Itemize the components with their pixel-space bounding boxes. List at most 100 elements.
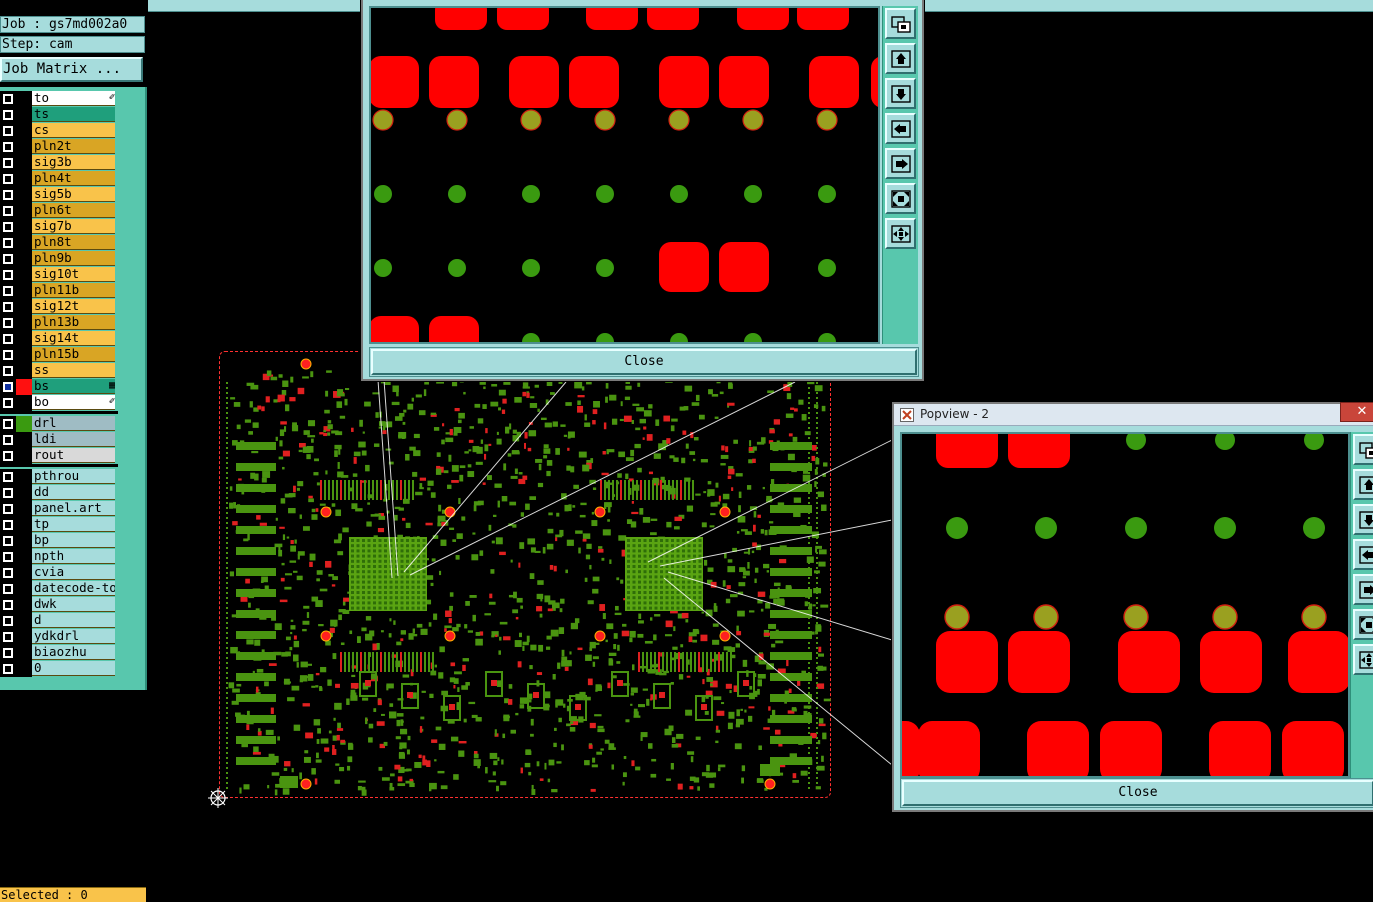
layer-name[interactable]: ss [32, 363, 115, 378]
layer-color-swatch[interactable] [16, 139, 32, 155]
popview-1-window[interactable]: Close [361, 0, 924, 381]
layer-color-swatch[interactable] [16, 581, 32, 597]
layer-checkbox[interactable] [0, 107, 16, 123]
layer-row-bs[interactable]: bs▦ [0, 379, 118, 395]
layer-checkbox[interactable] [0, 581, 16, 597]
layer-name[interactable]: to [32, 91, 115, 106]
popview-1-view[interactable] [369, 6, 880, 344]
layer-color-swatch[interactable] [16, 565, 32, 581]
layer-color-swatch[interactable] [16, 219, 32, 235]
layer-color-swatch[interactable] [16, 645, 32, 661]
layer-checkbox[interactable] [0, 549, 16, 565]
layer-checkbox[interactable] [0, 139, 16, 155]
layer-row-d[interactable]: d [0, 613, 118, 629]
layer-checkbox[interactable] [0, 533, 16, 549]
layer-row-tp[interactable]: tp [0, 517, 118, 533]
layer-name[interactable]: sig14t [32, 331, 115, 346]
layer-row-pln2t[interactable]: pln2t [0, 139, 118, 155]
layer-name[interactable]: sig5b [32, 187, 115, 202]
layer-name[interactable]: ldi [32, 432, 115, 447]
layer-row-sig10t[interactable]: sig10t [0, 267, 118, 283]
pan-right-button[interactable] [885, 148, 916, 179]
layer-row-datecode-to[interactable]: datecode-to [0, 581, 118, 597]
popview-2-titlebar[interactable]: Popview - 2 ✕ [894, 402, 1373, 426]
layer-name[interactable]: cvia [32, 565, 115, 580]
layer-color-swatch[interactable] [16, 267, 32, 283]
layer-color-swatch[interactable] [16, 517, 32, 533]
layer-row-pln15b[interactable]: pln15b [0, 347, 118, 363]
job-matrix-button[interactable]: Job Matrix ... [0, 57, 143, 82]
layer-color-swatch[interactable] [16, 432, 32, 448]
layer-name[interactable]: bs [32, 379, 115, 394]
layer-checkbox[interactable] [0, 171, 16, 187]
layer-row-to[interactable]: to✐ [0, 91, 118, 107]
layer-name[interactable]: cs [32, 123, 115, 138]
layer-name[interactable]: tp [32, 517, 115, 532]
layer-row-sig5b[interactable]: sig5b [0, 187, 118, 203]
layer-checkbox[interactable] [0, 91, 16, 107]
layer-row-panel-art[interactable]: panel.art [0, 501, 118, 517]
layer-row-pln4t[interactable]: pln4t [0, 171, 118, 187]
layer-row-pln8t[interactable]: pln8t [0, 235, 118, 251]
layer-checkbox[interactable] [0, 203, 16, 219]
layer-row-ydkdrl[interactable]: ydkdrl [0, 629, 118, 645]
zoom-home-button[interactable] [885, 8, 916, 39]
layer-row-sig12t[interactable]: sig12t [0, 299, 118, 315]
pan-down-button[interactable] [885, 78, 916, 109]
layer-color-swatch[interactable] [16, 363, 32, 379]
popview-2-view[interactable] [900, 432, 1350, 778]
layer-row-ldi[interactable]: ldi [0, 432, 118, 448]
layer-color-swatch[interactable] [16, 251, 32, 267]
layer-name[interactable]: dwk [32, 597, 115, 612]
layer-color-swatch[interactable] [16, 448, 32, 464]
layer-checkbox[interactable] [0, 416, 16, 432]
layer-row-0[interactable]: 0 [0, 661, 118, 677]
zoom-center-button[interactable] [1353, 644, 1373, 675]
layer-name[interactable]: bp [32, 533, 115, 548]
layer-name[interactable]: sig10t [32, 267, 115, 282]
layer-color-swatch[interactable] [16, 597, 32, 613]
layer-name[interactable]: ydkdrl [32, 629, 115, 644]
layer-name[interactable]: 0 [32, 661, 115, 676]
layer-color-swatch[interactable] [16, 235, 32, 251]
layer-row-dwk[interactable]: dwk [0, 597, 118, 613]
pan-left-button[interactable] [1353, 539, 1373, 570]
layer-row-cvia[interactable]: cvia [0, 565, 118, 581]
layer-name[interactable]: pln15b [32, 347, 115, 362]
layer-row-biaozhu[interactable]: biaozhu [0, 645, 118, 661]
pan-up-button[interactable] [885, 43, 916, 74]
layer-checkbox[interactable] [0, 363, 16, 379]
layer-checkbox[interactable] [0, 379, 16, 395]
layer-row-sig3b[interactable]: sig3b [0, 155, 118, 171]
layer-color-swatch[interactable] [16, 347, 32, 363]
layer-checkbox[interactable] [0, 645, 16, 661]
layer-name[interactable]: pln2t [32, 139, 115, 154]
layer-color-swatch[interactable] [16, 315, 32, 331]
layer-color-swatch[interactable] [16, 613, 32, 629]
layer-row-npth[interactable]: npth [0, 549, 118, 565]
zoom-fit-button[interactable] [885, 183, 916, 214]
layer-checkbox[interactable] [0, 315, 16, 331]
layer-name[interactable]: pln8t [32, 235, 115, 250]
layer-row-bp[interactable]: bp [0, 533, 118, 549]
layer-name[interactable]: bo [32, 395, 115, 410]
layer-name[interactable]: rout [32, 448, 115, 463]
layer-color-swatch[interactable] [16, 395, 32, 411]
layer-color-swatch[interactable] [16, 107, 32, 123]
popview-1-close-button[interactable]: Close [371, 349, 917, 375]
layer-checkbox[interactable] [0, 613, 16, 629]
layer-color-swatch[interactable] [16, 91, 32, 107]
layer-name[interactable]: sig7b [32, 219, 115, 234]
layer-name[interactable]: sig12t [32, 299, 115, 314]
layer-row-pln11b[interactable]: pln11b [0, 283, 118, 299]
layer-row-cs[interactable]: cs [0, 123, 118, 139]
layer-checkbox[interactable] [0, 661, 16, 677]
window-close-button[interactable]: ✕ [1340, 402, 1373, 422]
layer-name[interactable]: npth [32, 549, 115, 564]
layer-row-sig7b[interactable]: sig7b [0, 219, 118, 235]
layer-color-swatch[interactable] [16, 416, 32, 432]
layer-name[interactable]: pln6t [32, 203, 115, 218]
layer-checkbox[interactable] [0, 267, 16, 283]
layer-row-pln9b[interactable]: pln9b [0, 251, 118, 267]
layer-checkbox[interactable] [0, 123, 16, 139]
